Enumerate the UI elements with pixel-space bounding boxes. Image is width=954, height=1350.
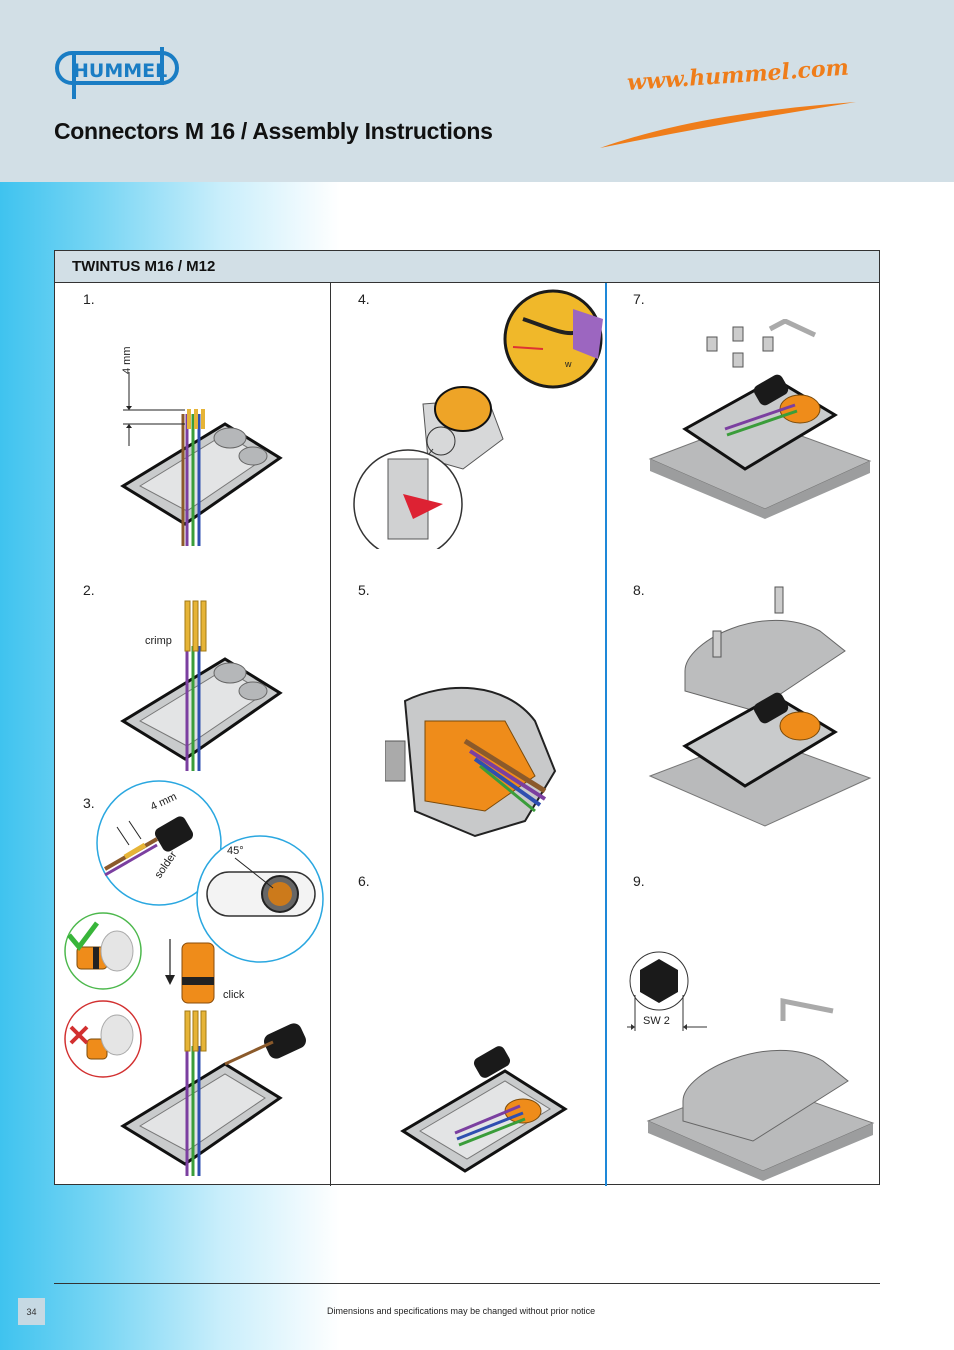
footer-disclaimer: Dimensions and specifications may be cha…: [327, 1306, 596, 1316]
step-number-1: 1.: [83, 291, 95, 307]
correct-example-image: [64, 912, 142, 990]
step9-finished-illustration: [646, 997, 875, 1181]
section-title: TWINTUS M16 / M12: [72, 258, 216, 275]
step3-solder-detail: [96, 780, 222, 906]
angle-label: 45°: [227, 845, 244, 857]
wrench-size-label: SW 2: [643, 1015, 670, 1027]
step3-assembly-illustration: [120, 1010, 306, 1176]
incorrect-example-image: [64, 1000, 142, 1078]
column-divider-blue: [605, 283, 607, 1186]
orange-coupling-nut: [181, 942, 215, 1004]
mark-w-label: w: [565, 359, 572, 369]
click-label: click: [223, 989, 245, 1001]
down-arrow-icon: [165, 939, 175, 985]
footer-divider: [54, 1283, 880, 1284]
column-divider: [330, 283, 331, 1186]
step5-cross-section-illustration: [385, 686, 557, 838]
website-link[interactable]: www.hummel.com: [626, 54, 850, 96]
step-number-7: 7.: [633, 291, 645, 307]
strip-length-label: 4 mm: [121, 346, 133, 375]
step-number-3: 3.: [83, 795, 95, 811]
step3-angle-detail: [196, 835, 324, 963]
step-number-8: 8.: [633, 582, 645, 598]
step-number-5: 5.: [358, 582, 370, 598]
crimp-label: crimp: [145, 635, 172, 647]
wrench-size-detail: [627, 951, 707, 1031]
hummel-logo: HUMMEL: [55, 47, 179, 99]
step-number-9: 9.: [633, 873, 645, 889]
page-title: Connectors M 16 / Assembly Instructions: [54, 118, 493, 144]
svg-text:HUMMEL: HUMMEL: [73, 60, 167, 82]
page-number: 34: [18, 1298, 45, 1325]
step8-cover-illustration: [648, 586, 872, 827]
panel-header: TWINTUS M16 / M12: [55, 251, 879, 283]
page-header: HUMMEL www.hummel.com Connectors M 16 / …: [0, 0, 954, 182]
step-number-4: 4.: [358, 291, 370, 307]
step1-housing-illustration: [120, 372, 283, 546]
instruction-panel: TWINTUS M16 / M12 1. 2. 3. 4. 5. 6. 7. 8…: [54, 250, 880, 1186]
step6-housing-assembled-illustration: [400, 1046, 568, 1173]
step2-crimp-illustration: [120, 600, 283, 771]
step7-mounting-illustration: [648, 319, 872, 519]
step4-insert-illustration: [353, 289, 603, 549]
step-number-2: 2.: [83, 582, 95, 598]
step-number-6: 6.: [358, 873, 370, 889]
orange-swoosh-graphic: [600, 102, 856, 148]
